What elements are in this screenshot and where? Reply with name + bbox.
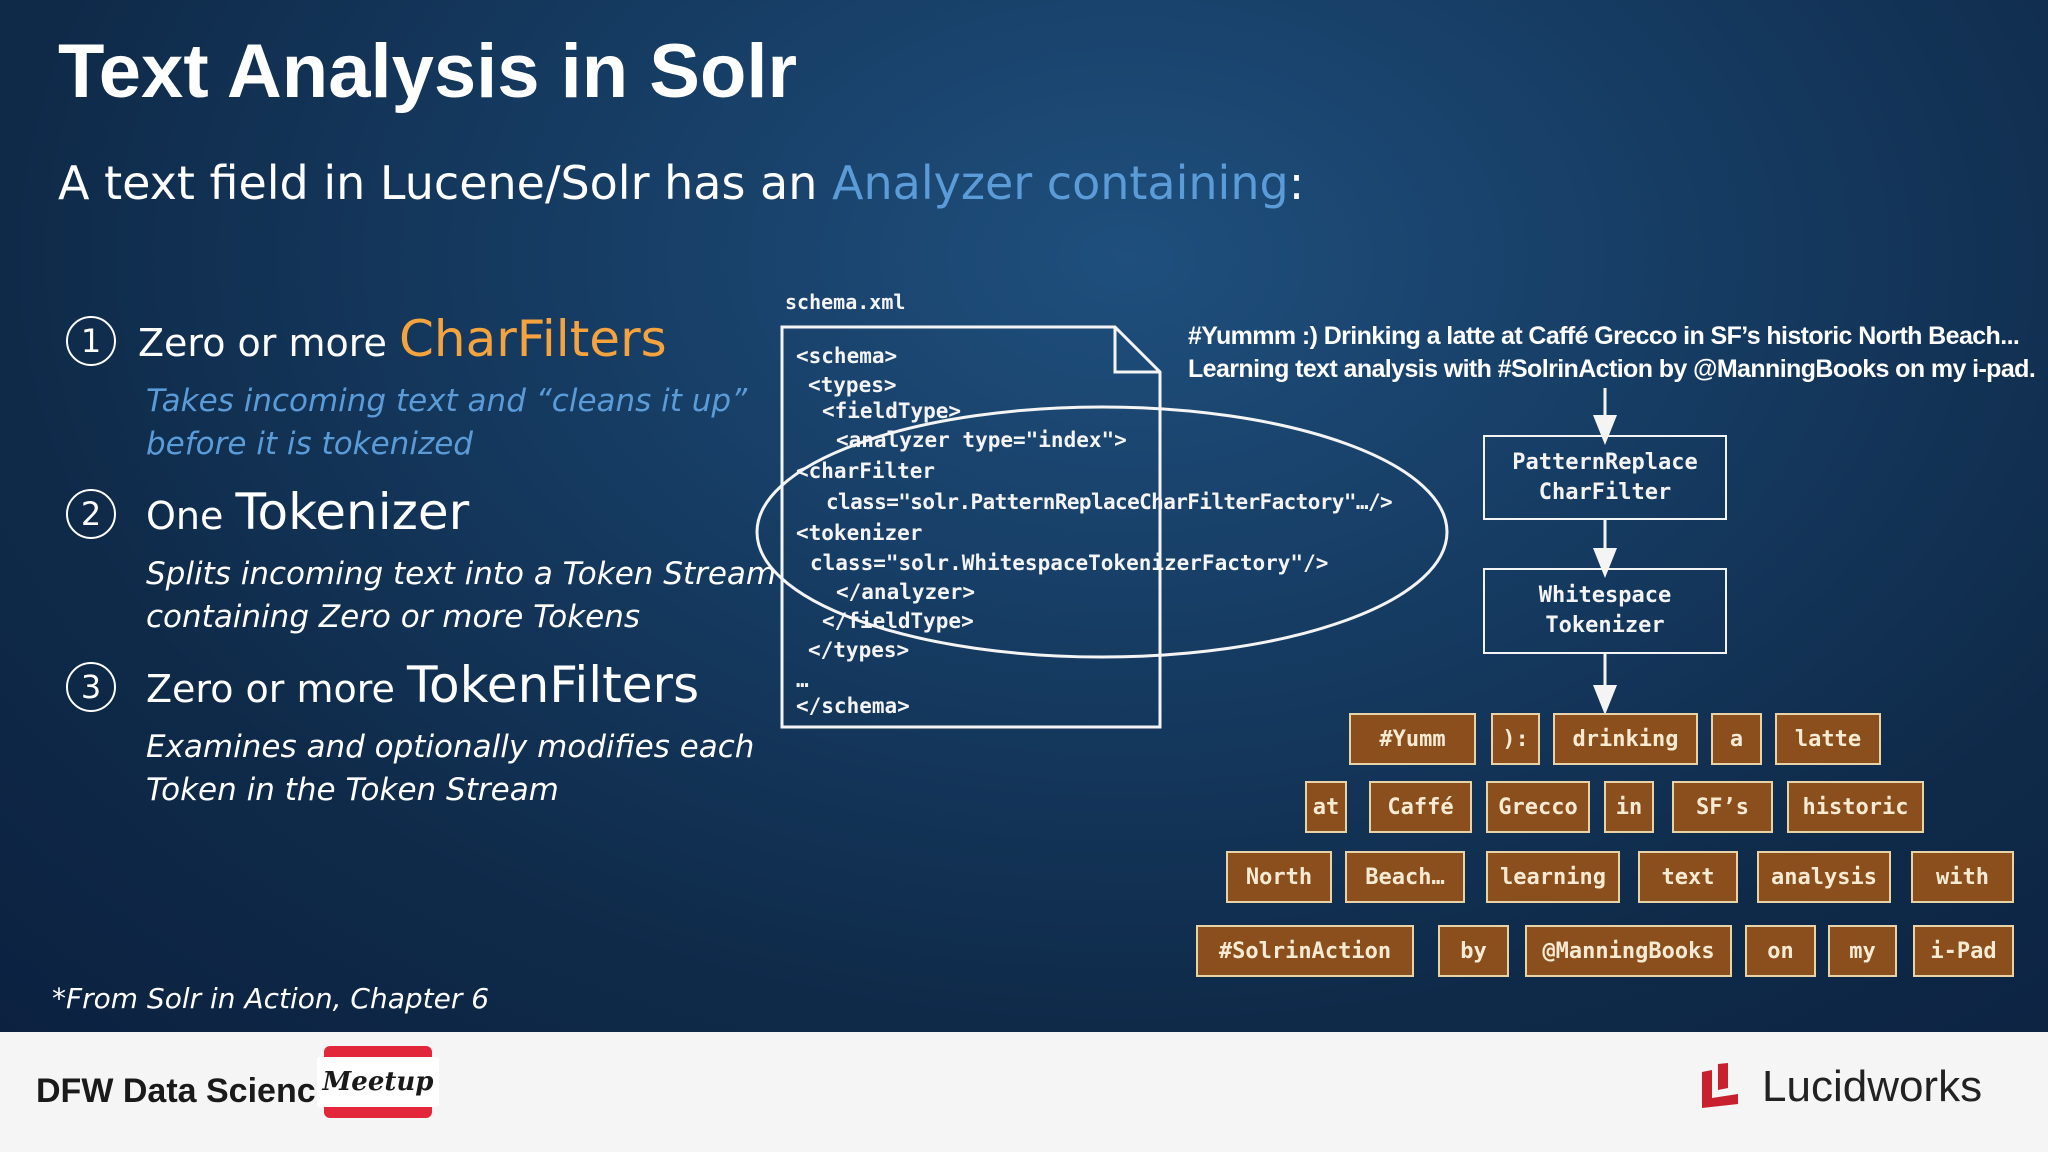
subtitle-highlight: Analyzer containing <box>832 156 1289 210</box>
description-line: Token in the Token Stream <box>146 772 559 808</box>
schema-line: <tokenizer <box>796 521 923 545</box>
token: Caffé <box>1369 781 1472 833</box>
schema-line: <analyzer type="index"> <box>836 428 1127 452</box>
box-line: Tokenizer <box>1545 613 1665 638</box>
slide: Text Analysis in Solr A text field in Lu… <box>0 0 2048 1032</box>
description-line: containing Zero or more Tokens <box>146 599 641 635</box>
token: drinking <box>1553 713 1698 765</box>
description-line: Splits incoming text into a Token Stream <box>146 556 777 592</box>
tweet-line: Learning text analysis with #SolrinActio… <box>1188 355 2036 383</box>
token: latte <box>1775 713 1881 765</box>
token: ): <box>1491 713 1540 765</box>
footer-bar: DFW Data Science Meetup Lucidworks <box>0 1032 2048 1152</box>
box-line: PatternReplace <box>1512 449 1698 475</box>
token: analysis <box>1757 851 1891 903</box>
item-description: Takes incoming text and “cleans it up” b… <box>146 380 786 466</box>
number-badge: 1 <box>66 316 116 366</box>
highlight-ellipse <box>755 405 1449 659</box>
schema-line: <charFilter <box>796 459 936 483</box>
lucidworks-brand: Lucidworks <box>1762 1062 1983 1111</box>
subtitle-prefix: A text field in Lucene/Solr has an <box>58 156 833 210</box>
token: North <box>1226 851 1332 903</box>
token: by <box>1438 925 1509 977</box>
schema-line: </fieldType> <box>822 609 974 633</box>
schema-caption: schema.xml <box>785 290 906 314</box>
schema-line: <schema> <box>796 344 898 368</box>
token: i-Pad <box>1913 925 2014 977</box>
slide-subtitle: A text field in Lucene/Solr has an Analy… <box>58 156 1304 210</box>
item-prefix: Zero or more <box>138 321 399 365</box>
token: #SolrinAction <box>1196 925 1414 977</box>
meetup-logo-text: Meetup <box>316 1057 440 1107</box>
number-badge: 2 <box>66 489 116 539</box>
item-description: Splits incoming text into a Token Stream… <box>146 553 786 639</box>
footnote: *From Solr in Action, Chapter 6 <box>52 982 490 1015</box>
item-heading: One Tokenizer <box>146 483 469 541</box>
token: text <box>1638 851 1738 903</box>
description-line: Takes incoming text and “cleans it up” <box>146 383 748 419</box>
token: learning <box>1486 851 1620 903</box>
token: @ManningBooks <box>1525 925 1732 977</box>
item-term: CharFilters <box>399 310 667 368</box>
token: a <box>1711 713 1762 765</box>
box-line: CharFilter <box>1538 479 1672 505</box>
token: my <box>1828 925 1897 977</box>
slide-title: Text Analysis in Solr <box>58 29 798 114</box>
document-icon <box>780 325 1162 729</box>
item-term: TokenFilters <box>407 656 700 714</box>
number-badge: 3 <box>66 662 116 712</box>
description-line: before it is tokenized <box>146 426 473 462</box>
item-prefix: One <box>146 494 236 538</box>
token: Grecco <box>1486 781 1590 833</box>
token: SF’s <box>1672 781 1773 833</box>
token: on <box>1745 925 1816 977</box>
schema-line: </analyzer> <box>836 580 976 604</box>
tweet-line: #Yummm :) Drinking a latte at Caffé Grec… <box>1188 322 2020 350</box>
tweet-text: #Yummm :) Drinking a latte at Caffé Grec… <box>1188 320 2036 386</box>
schema-line: </types> <box>808 638 910 662</box>
schema-line: <types> <box>808 373 897 397</box>
token: historic <box>1787 781 1924 833</box>
item-heading: Zero or more TokenFilters <box>146 656 699 714</box>
item-heading: Zero or more CharFilters <box>138 310 667 368</box>
token: with <box>1911 851 2014 903</box>
item-prefix: Zero or more <box>146 667 407 711</box>
subtitle-suffix: : <box>1288 156 1305 210</box>
meetup-logo: Meetup <box>316 1046 440 1118</box>
schema-line: <fieldType> <box>822 399 962 423</box>
description-line: Examines and optionally modifies each <box>146 729 755 765</box>
token: at <box>1305 781 1347 833</box>
token: Beach… <box>1345 851 1465 903</box>
schema-line: … <box>796 668 809 692</box>
schema-line: class="solr.PatternReplaceCharFilterFact… <box>826 490 1393 514</box>
token: #Yumm <box>1349 713 1476 765</box>
lucidworks-logo-icon <box>1702 1063 1738 1108</box>
meetup-group-name: DFW Data Science <box>36 1072 335 1110</box>
token: in <box>1604 781 1654 833</box>
schema-line: </schema> <box>796 694 910 718</box>
schema-line: class="solr.WhitespaceTokenizerFactory"/… <box>810 551 1329 575</box>
box-line: Whitespace <box>1538 583 1672 608</box>
item-term: Tokenizer <box>235 483 470 541</box>
item-description: Examines and optionally modifies each To… <box>146 726 786 812</box>
